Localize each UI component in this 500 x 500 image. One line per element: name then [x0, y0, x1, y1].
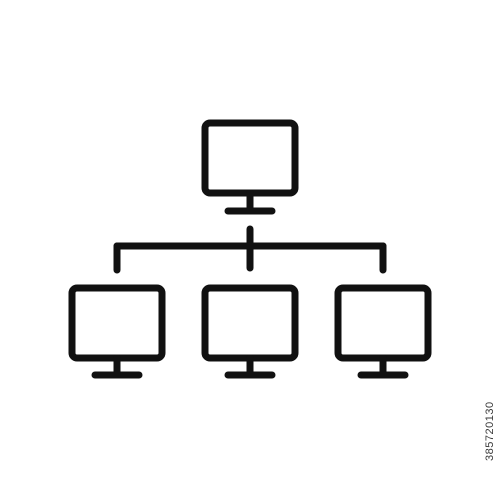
monitor-bottom-left-screen — [68, 284, 166, 362]
stock-id-label: 385720130 — [484, 401, 496, 461]
network-connector-lines — [113, 225, 387, 274]
monitor-bottom-right-icon — [334, 284, 432, 379]
monitor-top-screen — [201, 119, 299, 197]
monitor-bottom-left-icon — [68, 284, 166, 379]
monitor-bottom-right-screen — [334, 284, 432, 362]
monitor-bottom-middle-icon — [201, 284, 299, 379]
monitor-top-icon — [201, 119, 299, 215]
monitor-bottom-middle-screen — [201, 284, 299, 362]
